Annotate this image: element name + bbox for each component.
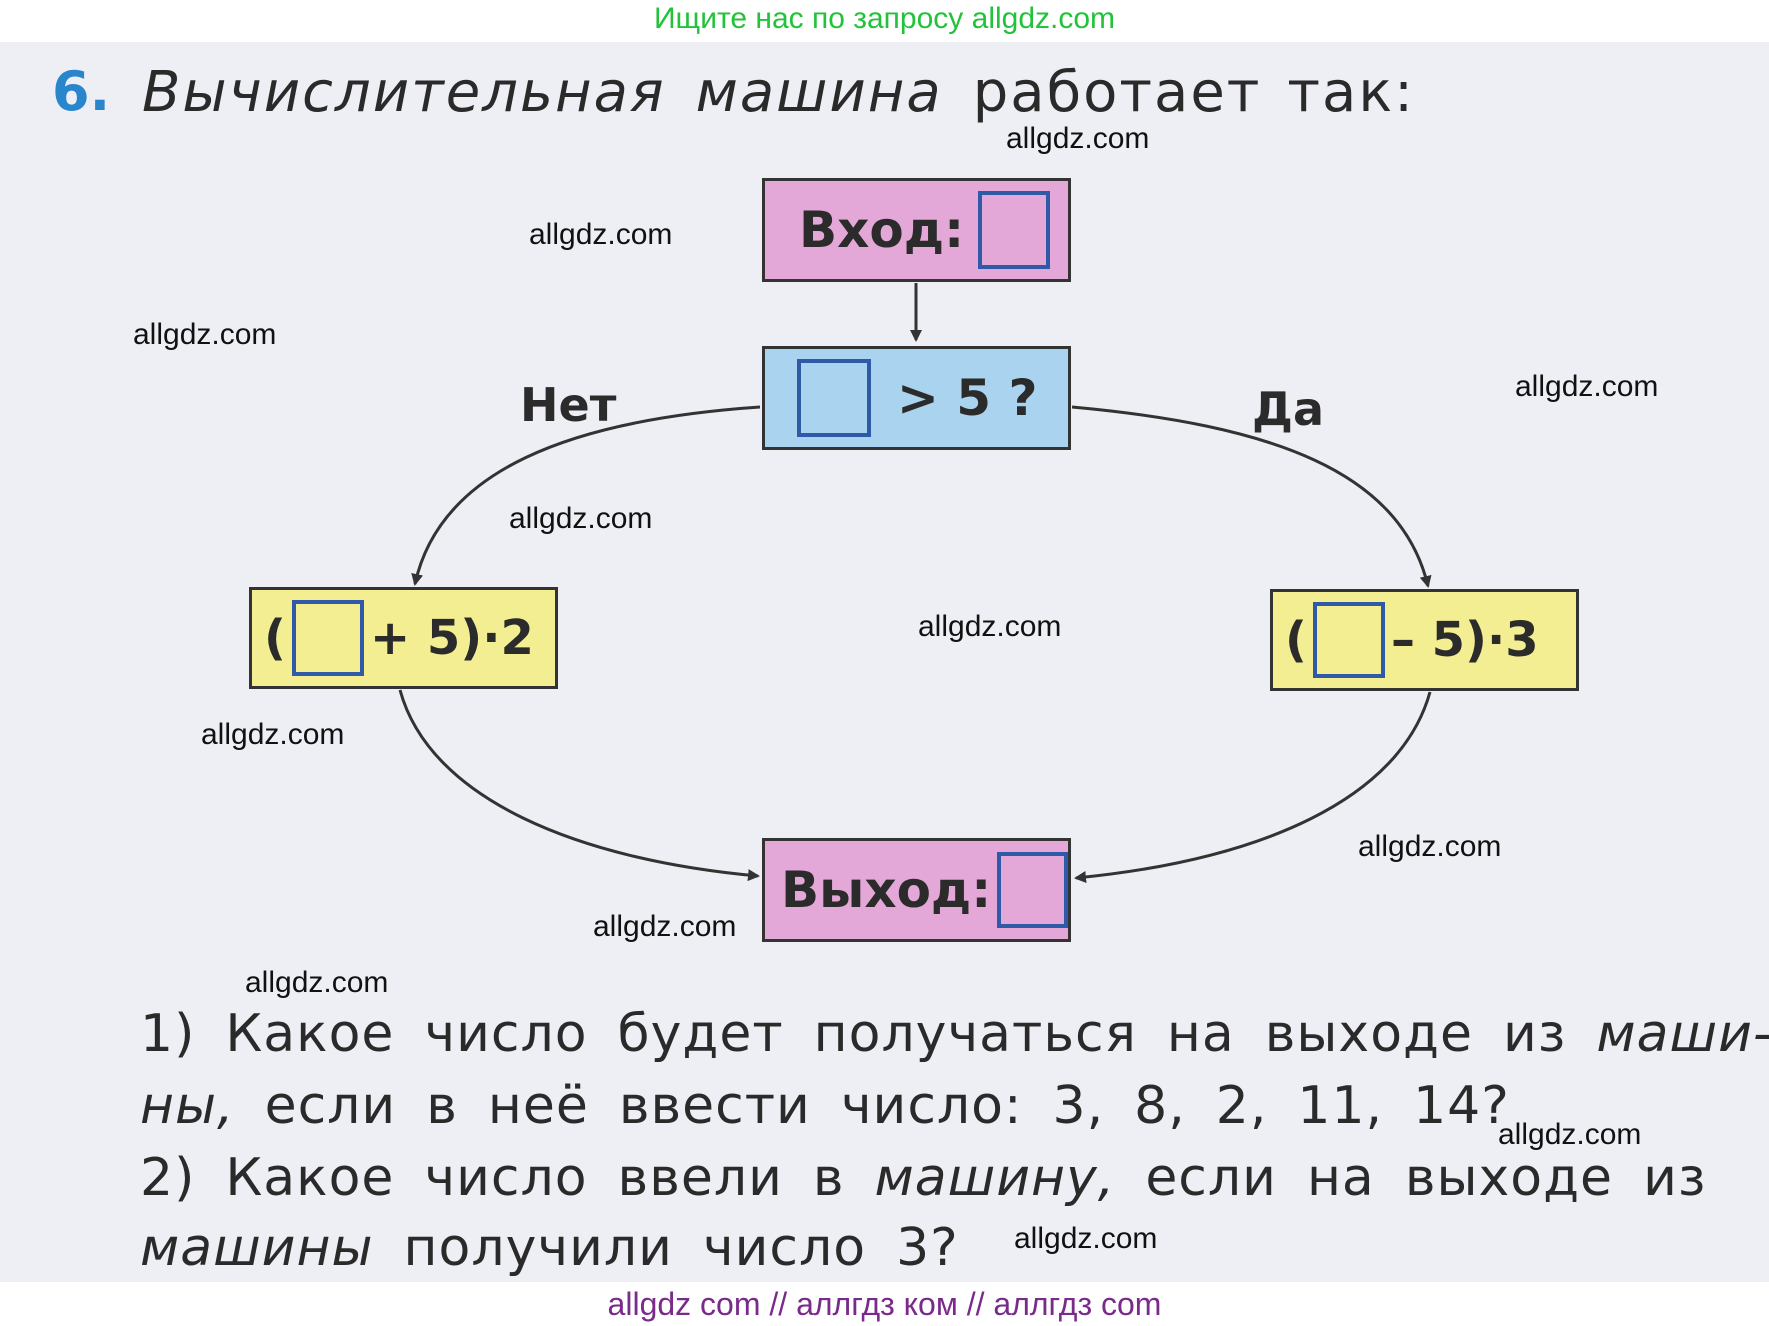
watermark: allgdz.com xyxy=(1358,830,1502,863)
question-word: 2, xyxy=(1215,1076,1268,1136)
watermark: allgdz.com xyxy=(1498,1118,1642,1151)
question-word: ввести xyxy=(618,1076,811,1136)
formula-text: + 5)·2 xyxy=(369,610,534,666)
output-label: Выход: xyxy=(781,861,992,919)
formula-box-no: ( + 5)·2 xyxy=(249,587,558,689)
arrow-condition-to-right xyxy=(1071,405,1432,588)
watermark: allgdz.com xyxy=(201,718,345,751)
formula-box-yes: ( – 5)·3 xyxy=(1270,589,1579,691)
condition-box: > 5 ? xyxy=(762,346,1071,450)
question-word: выходе xyxy=(1404,1148,1614,1208)
watermark: allgdz.com xyxy=(593,910,737,943)
question-word: неё xyxy=(487,1076,589,1136)
question-word: число xyxy=(702,1218,867,1278)
question-word: получили xyxy=(403,1218,673,1278)
question-word: 8, xyxy=(1134,1076,1186,1136)
question-word: ввели xyxy=(617,1148,783,1208)
input-box: Вход: xyxy=(762,178,1071,282)
heading-word: машина xyxy=(695,60,943,125)
question-word: 1) xyxy=(140,1004,196,1064)
formula-open-paren: ( xyxy=(1285,612,1307,668)
question-word: если xyxy=(1145,1148,1277,1208)
question-word: Какое xyxy=(225,1004,395,1064)
question-word: число xyxy=(424,1004,588,1064)
question-word: 2) xyxy=(140,1148,196,1208)
question-word: 14? xyxy=(1413,1076,1510,1136)
question-word: 3, xyxy=(1052,1076,1105,1136)
question-word: маши- xyxy=(1596,1004,1769,1064)
heading-word: Вычислительная xyxy=(142,60,666,125)
question-word: получаться xyxy=(813,1004,1137,1064)
formula-open-paren: ( xyxy=(264,610,286,666)
formula-slot xyxy=(1312,602,1385,678)
question-word: если xyxy=(264,1076,397,1136)
watermark: allgdz.com xyxy=(1515,370,1659,403)
question-word: в xyxy=(812,1148,845,1208)
question-word: выходе xyxy=(1264,1004,1473,1064)
watermark: allgdz.com xyxy=(529,218,673,251)
formula-slot xyxy=(291,600,364,676)
question-word: на xyxy=(1306,1148,1375,1208)
question-word: в xyxy=(426,1076,458,1136)
bottom-banner: allgdz com // аллгдз ком // аллгдз com xyxy=(607,1286,1162,1322)
watermark: allgdz.com xyxy=(918,610,1062,643)
question-word: будет xyxy=(617,1004,784,1064)
question-word: число: xyxy=(840,1076,1023,1136)
heading-word: работает xyxy=(972,60,1262,125)
arrow-left-to-output xyxy=(398,689,760,882)
condition-slot xyxy=(797,359,871,437)
watermark: allgdz.com xyxy=(245,966,389,999)
question-word: машину, xyxy=(874,1148,1116,1208)
question-word: из xyxy=(1643,1148,1707,1208)
output-slot xyxy=(997,852,1068,928)
arrow-condition-to-left xyxy=(411,405,761,586)
condition-text: > 5 ? xyxy=(897,369,1038,427)
watermark: allgdz.com xyxy=(509,502,653,535)
question-word: из xyxy=(1502,1004,1567,1064)
branch-yes-label: Да xyxy=(1252,382,1325,436)
question-2-line-2: машины получили число 3? xyxy=(140,1218,959,1278)
question-word: ны, xyxy=(140,1076,235,1136)
watermark: allgdz.com xyxy=(133,318,277,351)
question-word: Какое xyxy=(225,1148,395,1208)
top-banner: Ищите нас по запросу allgdz.com xyxy=(653,2,1116,35)
arrow-right-to-output xyxy=(1074,691,1432,883)
formula-text: – 5)·3 xyxy=(1390,612,1539,668)
question-word: число xyxy=(424,1148,588,1208)
input-label: Вход: xyxy=(799,201,965,259)
task-heading: Вычислительная машина работает так: xyxy=(142,60,1415,125)
question-word: 11, xyxy=(1297,1076,1384,1136)
branch-no-label: Нет xyxy=(520,378,617,432)
question-word: 3? xyxy=(896,1218,959,1278)
heading-word: так: xyxy=(1287,60,1416,125)
watermark: allgdz.com xyxy=(1014,1222,1158,1255)
question-word: на xyxy=(1166,1004,1235,1064)
question-word: машины xyxy=(140,1218,374,1278)
output-box: Выход: xyxy=(762,838,1071,942)
watermark: allgdz.com xyxy=(1006,122,1150,155)
input-slot xyxy=(978,191,1051,269)
task-number: 6. xyxy=(52,60,111,123)
